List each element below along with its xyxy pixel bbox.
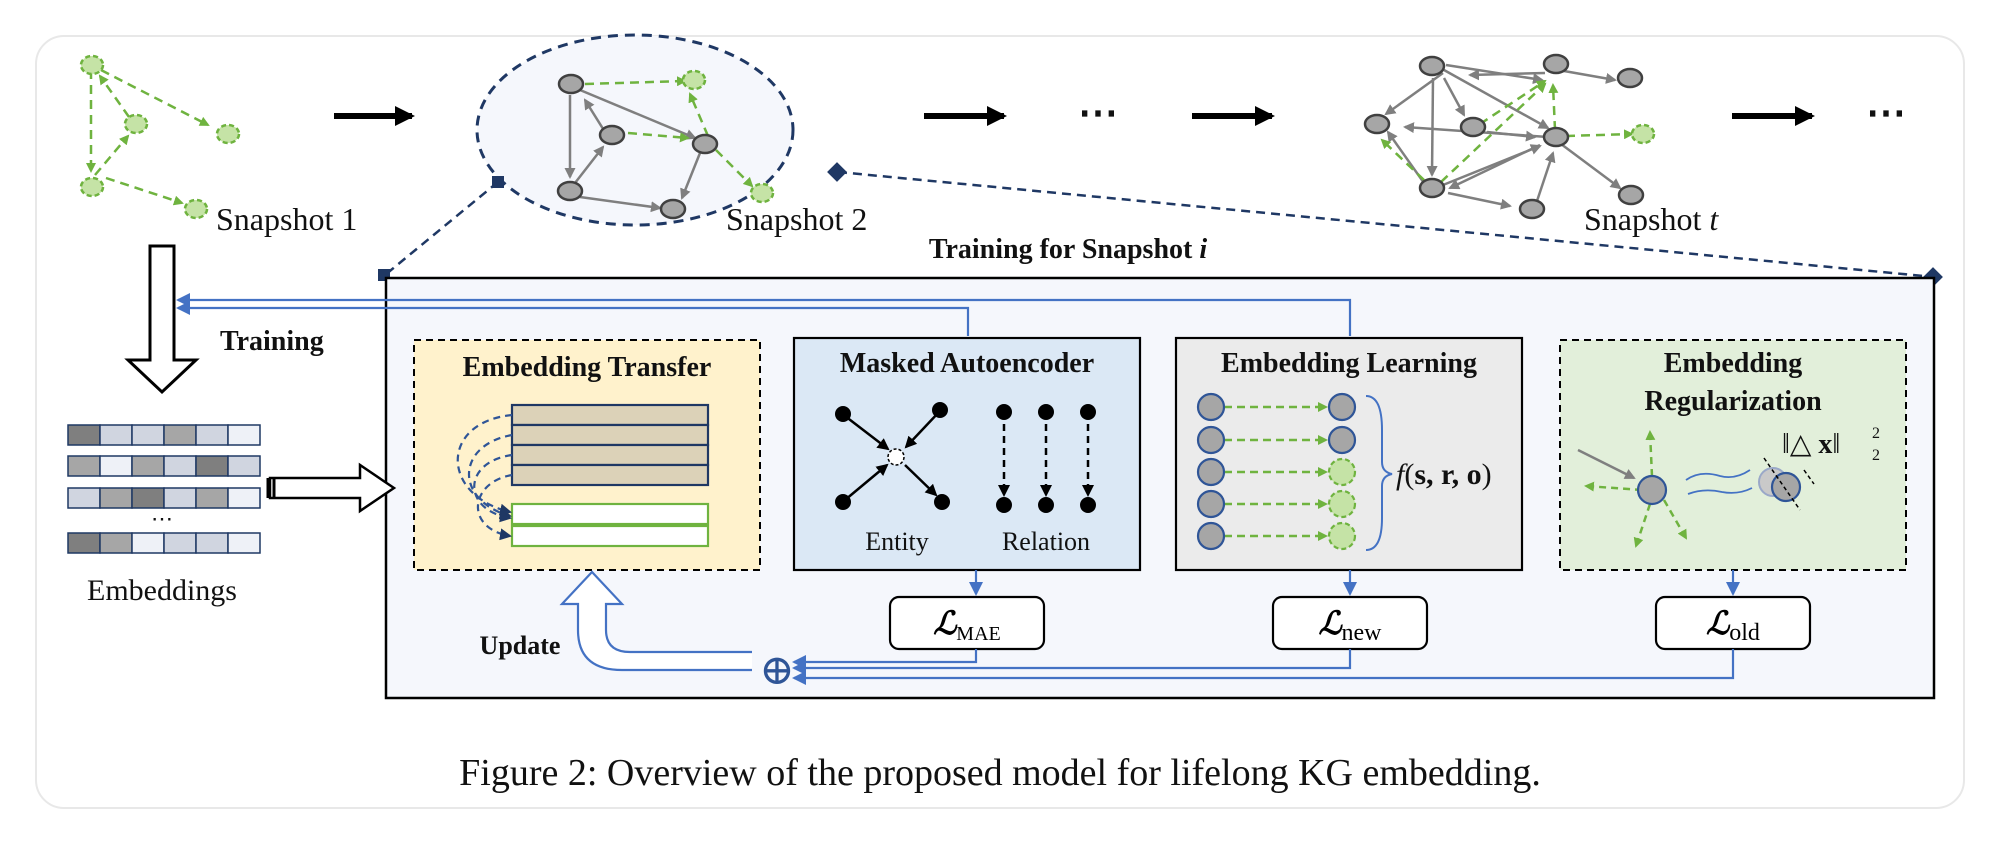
embeddings-matrix — [67, 424, 261, 554]
loss-old-label: ℒold — [1706, 605, 1760, 646]
sum-operator: ⊕ — [759, 648, 794, 694]
entity-label: Entity — [865, 527, 929, 556]
snapshot-2-graph — [556, 69, 775, 220]
loss-new-label: ℒnew — [1318, 605, 1382, 646]
norm-subscript: 2 — [1872, 447, 1880, 464]
transfer-dashed-curves — [456, 413, 513, 541]
regularization-title-line2: Regularization — [1644, 386, 1822, 417]
embedding-learning-title: Embedding Learning — [1221, 348, 1477, 379]
embedding-transfer-title: Embedding Transfer — [463, 352, 712, 383]
learning-triples — [1196, 392, 1393, 551]
embeddings-label: Embeddings — [87, 574, 237, 607]
regularization-illustration — [1577, 430, 1815, 548]
mae-relation-graph — [996, 404, 1096, 513]
embeddings-ellipsis: ⋯ — [151, 506, 173, 531]
module-to-loss-arrows — [969, 570, 1740, 596]
snapshot-t-label: Snapshot t — [1584, 201, 1719, 237]
training-box-title: Training for Snapshot i — [929, 234, 1207, 265]
snapshot-t-graph — [1363, 53, 1656, 220]
loss-mae-label: ℒMAE — [933, 605, 1001, 645]
mae-entity-graph — [835, 402, 950, 510]
embeddings-input-arrow — [268, 462, 397, 514]
norm-superscript: 2 — [1872, 425, 1880, 442]
training-label: Training — [220, 326, 324, 357]
embedding-regularization-box — [1559, 339, 1907, 571]
transfer-old-embeddings — [510, 403, 710, 487]
relation-label: Relation — [1002, 527, 1090, 556]
training-down-arrow — [124, 244, 200, 395]
snapshot-1-label: Snapshot 1 — [216, 201, 357, 237]
ellipsis-1: ⋯ — [1078, 90, 1118, 135]
regularization-norm: ‖△ x‖ — [1782, 429, 1840, 460]
update-arrow — [559, 570, 752, 672]
snapshot-1-graph — [79, 54, 241, 220]
masked-autoencoder-box — [792, 336, 1142, 572]
loss-to-sum-arrows — [792, 649, 1735, 685]
regularization-title-line1: Embedding — [1664, 348, 1803, 379]
masked-autoencoder-title: Masked Autoencoder — [840, 348, 1094, 379]
feedback-arrows — [176, 293, 1352, 336]
figure-caption: Figure 2: Overview of the proposed model… — [459, 752, 1541, 794]
snapshot-2-highlight — [475, 33, 795, 227]
ellipsis-2: ⋯ — [1866, 90, 1906, 135]
update-label: Update — [480, 631, 561, 660]
loss-mae-box — [888, 595, 1046, 651]
transfer-new-embeddings — [510, 502, 710, 548]
snapshot-2-label: Snapshot 2 — [726, 201, 867, 237]
scoring-function: f(s, r, o) — [1396, 458, 1492, 491]
